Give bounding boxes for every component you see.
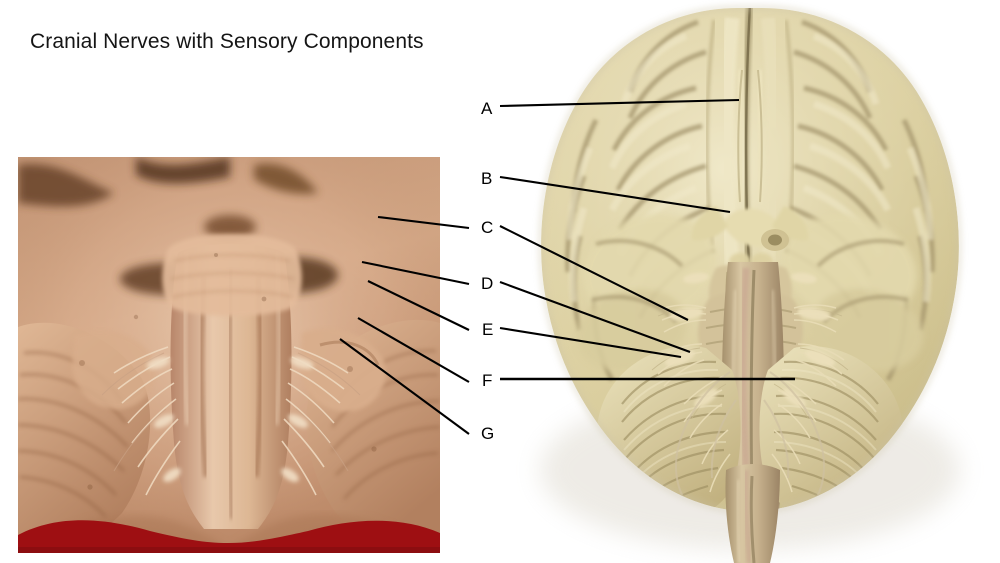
label-A: A <box>481 99 493 118</box>
label-G: G <box>481 424 495 443</box>
page-title: Cranial Nerves with Sensory Components <box>30 30 424 53</box>
optic-chiasm <box>691 206 809 251</box>
label-D: D <box>481 274 494 293</box>
label-C: C <box>481 218 494 237</box>
left-photo-graphic <box>18 157 440 553</box>
whole-brain-inferior-view-photograph <box>500 0 1000 563</box>
label-E: E <box>482 320 494 339</box>
brainstem-ventral-closeup-photograph <box>18 157 440 553</box>
spinal-cord <box>725 464 780 563</box>
label-F: F <box>482 371 493 390</box>
right-photo-graphic <box>539 6 961 563</box>
label-B: B <box>481 169 493 188</box>
